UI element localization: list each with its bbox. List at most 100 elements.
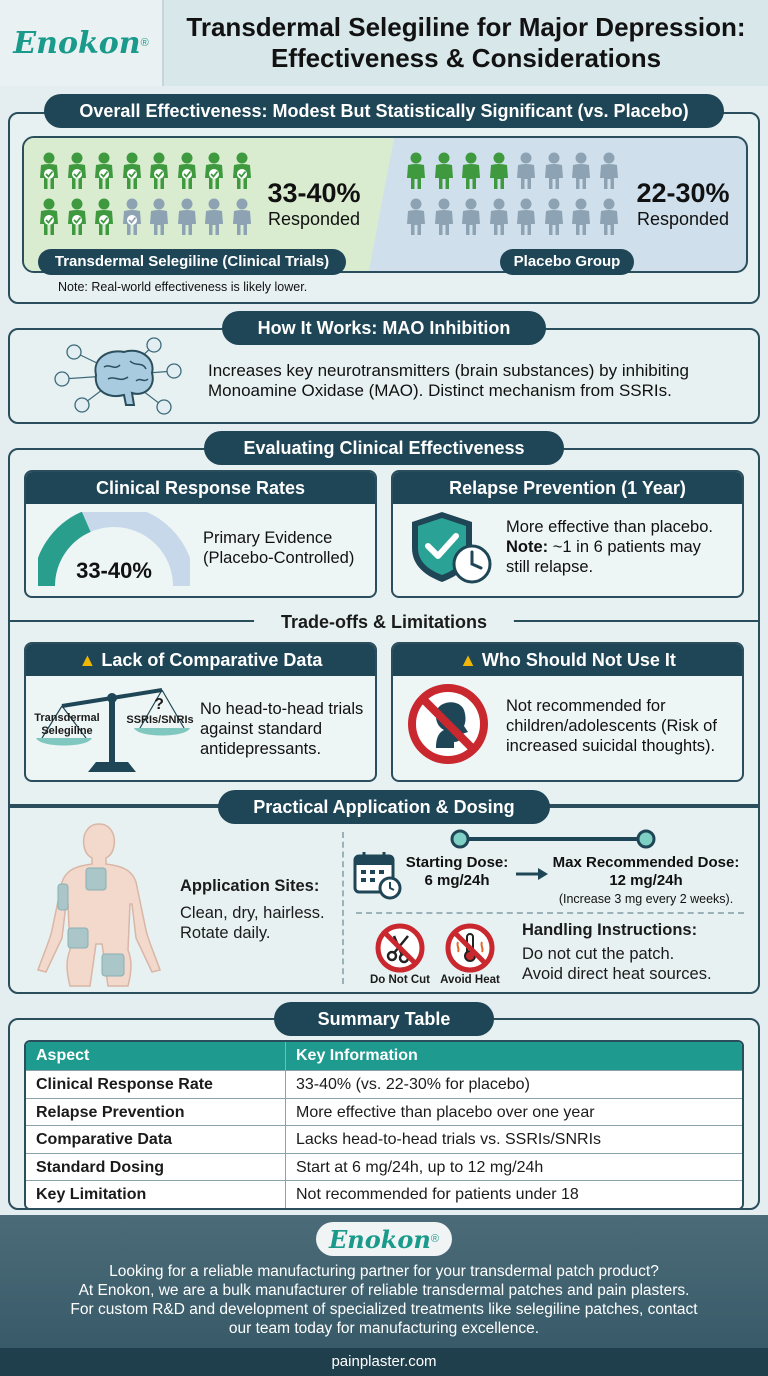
response-rates-text: Primary Evidence (Placebo-Controlled) bbox=[203, 528, 375, 568]
evaluating-heading: Evaluating Clinical Effectiveness bbox=[204, 431, 564, 465]
comparative-data-title: ▲ Lack of Comparative Data bbox=[26, 644, 375, 676]
scale-question-mark: ? bbox=[154, 696, 164, 713]
relapse-text-line-3: still relapse. bbox=[506, 558, 594, 576]
avoid-heat-label: Avoid Heat bbox=[440, 974, 500, 986]
response-text-line-1: Primary Evidence bbox=[203, 529, 333, 547]
responder-person-icon bbox=[38, 198, 60, 236]
table-cell: 33-40% (vs. 22-30% for placebo) bbox=[296, 1076, 530, 1093]
responder-person-icon bbox=[488, 152, 510, 190]
responder-person-icon bbox=[66, 198, 88, 236]
footer-brand-logo[interactable]: Enokon® bbox=[316, 1222, 452, 1256]
non-responder-person-icon bbox=[515, 198, 537, 236]
gauge-value: 33-40% bbox=[76, 558, 152, 583]
who-title-text: Who Should Not Use It bbox=[481, 650, 676, 670]
brand-name: Enokon bbox=[13, 25, 141, 61]
summary-heading: Summary Table bbox=[274, 1002, 494, 1036]
table-cell: Standard Dosing bbox=[26, 1153, 286, 1180]
calendar-icon bbox=[353, 852, 402, 900]
responder-person-icon bbox=[148, 152, 170, 190]
scissors-prohibited-icon bbox=[375, 923, 425, 973]
responder-person-icon bbox=[231, 152, 253, 190]
response-text-line-2: (Placebo-Controlled) bbox=[203, 549, 355, 567]
who-should-not-use-text: Not recommended for children/adolescents… bbox=[506, 697, 717, 755]
scale-left-label: Transdermal Selegiline bbox=[34, 712, 100, 737]
responder-person-icon bbox=[93, 152, 115, 190]
non-responder-person-icon bbox=[570, 152, 592, 190]
max-dose-label: Max Recommended Dose: bbox=[552, 854, 740, 871]
body-silhouette-icon bbox=[37, 823, 161, 987]
non-responder-person-icon bbox=[405, 198, 427, 236]
treatment-people-grid bbox=[38, 152, 258, 236]
responder-person-icon bbox=[203, 152, 225, 190]
page-title-line-1: Transdermal Selegiline for Major Depress… bbox=[186, 12, 746, 42]
application-sites-title: Application Sites: bbox=[180, 877, 320, 895]
footer-url-link[interactable]: painplaster.com bbox=[0, 1348, 768, 1376]
mechanism-heading: How It Works: MAO Inhibition bbox=[222, 311, 546, 345]
table-cell: Relapse Prevention bbox=[26, 1098, 286, 1125]
max-dose: Max Recommended Dose: 12 mg/24h (Increas… bbox=[548, 854, 744, 908]
registered-mark: ® bbox=[140, 37, 149, 49]
header: Enokon® Transdermal Selegiline for Major… bbox=[0, 0, 768, 86]
responder-person-icon bbox=[38, 152, 60, 190]
dosing-heading: Practical Application & Dosing bbox=[218, 790, 550, 824]
non-responder-person-icon bbox=[488, 198, 510, 236]
arrow-right-icon bbox=[516, 868, 548, 880]
no-children-icon bbox=[408, 684, 488, 764]
application-sites-line-2: Rotate daily. bbox=[180, 924, 271, 942]
response-gauge: 33-40% bbox=[38, 512, 190, 587]
relapse-text-line-1: More effective than placebo. bbox=[506, 518, 713, 536]
heat-prohibited-icon bbox=[445, 923, 495, 973]
dashed-divider bbox=[356, 912, 744, 914]
summary-table: Aspect Key Information Clinical Response… bbox=[24, 1040, 744, 1210]
treatment-responded-label: Responded bbox=[267, 209, 361, 229]
table-row: Relapse Prevention More effective than p… bbox=[26, 1097, 742, 1125]
footer-brand-name: Enokon bbox=[329, 1224, 431, 1254]
brain-icon bbox=[52, 337, 192, 417]
non-responder-person-icon bbox=[598, 198, 620, 236]
non-responder-person-icon bbox=[433, 198, 455, 236]
relapse-prevention-title: Relapse Prevention (1 Year) bbox=[393, 472, 742, 504]
table-cell: Not recommended for patients under 18 bbox=[296, 1186, 579, 1203]
table-row: Standard Dosing Start at 6 mg/24h, up to… bbox=[26, 1152, 742, 1180]
starting-dose-value: 6 mg/24h bbox=[424, 872, 490, 889]
non-responder-person-icon bbox=[176, 198, 198, 236]
application-sites-text: Clean, dry, hairless. Rotate daily. bbox=[180, 903, 325, 943]
responder-person-icon bbox=[121, 152, 143, 190]
column-header-aspect: Aspect bbox=[26, 1042, 286, 1070]
table-cell: More effective than placebo over one yea… bbox=[296, 1103, 595, 1121]
responder-person-icon bbox=[433, 152, 455, 190]
non-responder-person-icon bbox=[570, 198, 592, 236]
handling-title: Handling Instructions: bbox=[522, 921, 698, 939]
registered-mark: ® bbox=[430, 1233, 439, 1245]
table-cell: Clinical Response Rate bbox=[26, 1071, 286, 1098]
non-responder-person-icon bbox=[121, 198, 143, 236]
page-title-line-2: Effectiveness & Considerations bbox=[270, 43, 662, 73]
non-responder-person-icon bbox=[203, 198, 225, 236]
placebo-people-grid bbox=[405, 152, 625, 236]
responder-person-icon bbox=[66, 152, 88, 190]
response-rates-title: Clinical Response Rates bbox=[26, 472, 375, 504]
footer-text: Looking for a reliable manufacturing par… bbox=[20, 1262, 748, 1338]
effectiveness-heading: Overall Effectiveness: Modest But Statis… bbox=[44, 94, 724, 128]
non-responder-person-icon bbox=[515, 152, 537, 190]
relapse-prevention-card: Relapse Prevention (1 Year) bbox=[391, 470, 744, 598]
non-responder-person-icon bbox=[543, 152, 565, 190]
max-dose-value: 12 mg/24h bbox=[609, 872, 683, 889]
max-dose-note: (Increase 3 mg every 2 weeks). bbox=[558, 892, 734, 906]
table-cell: Key Limitation bbox=[26, 1181, 286, 1208]
warning-icon: ▲ bbox=[78, 650, 97, 670]
relapse-note-label: Note: bbox=[506, 538, 549, 556]
non-responder-person-icon bbox=[543, 198, 565, 236]
page-title: Transdermal Selegiline for Major Depress… bbox=[164, 0, 768, 86]
placebo-percent: 22-30% bbox=[636, 178, 730, 208]
table-header: Aspect Key Information bbox=[26, 1042, 742, 1070]
column-header-key-information: Key Information bbox=[296, 1047, 418, 1064]
non-responder-person-icon bbox=[231, 198, 253, 236]
dashed-divider bbox=[342, 832, 344, 984]
treatment-group-label: Transdermal Selegiline (Clinical Trials) bbox=[38, 249, 346, 275]
placebo-responded-label: Responded bbox=[636, 209, 730, 229]
footer-line-1: Looking for a reliable manufacturing par… bbox=[109, 1263, 659, 1280]
handling-line-1: Do not cut the patch. bbox=[522, 945, 675, 963]
relapse-prevention-text: More effective than placebo. Note: ~1 in… bbox=[506, 517, 742, 577]
brand-logo[interactable]: Enokon® bbox=[0, 0, 164, 86]
